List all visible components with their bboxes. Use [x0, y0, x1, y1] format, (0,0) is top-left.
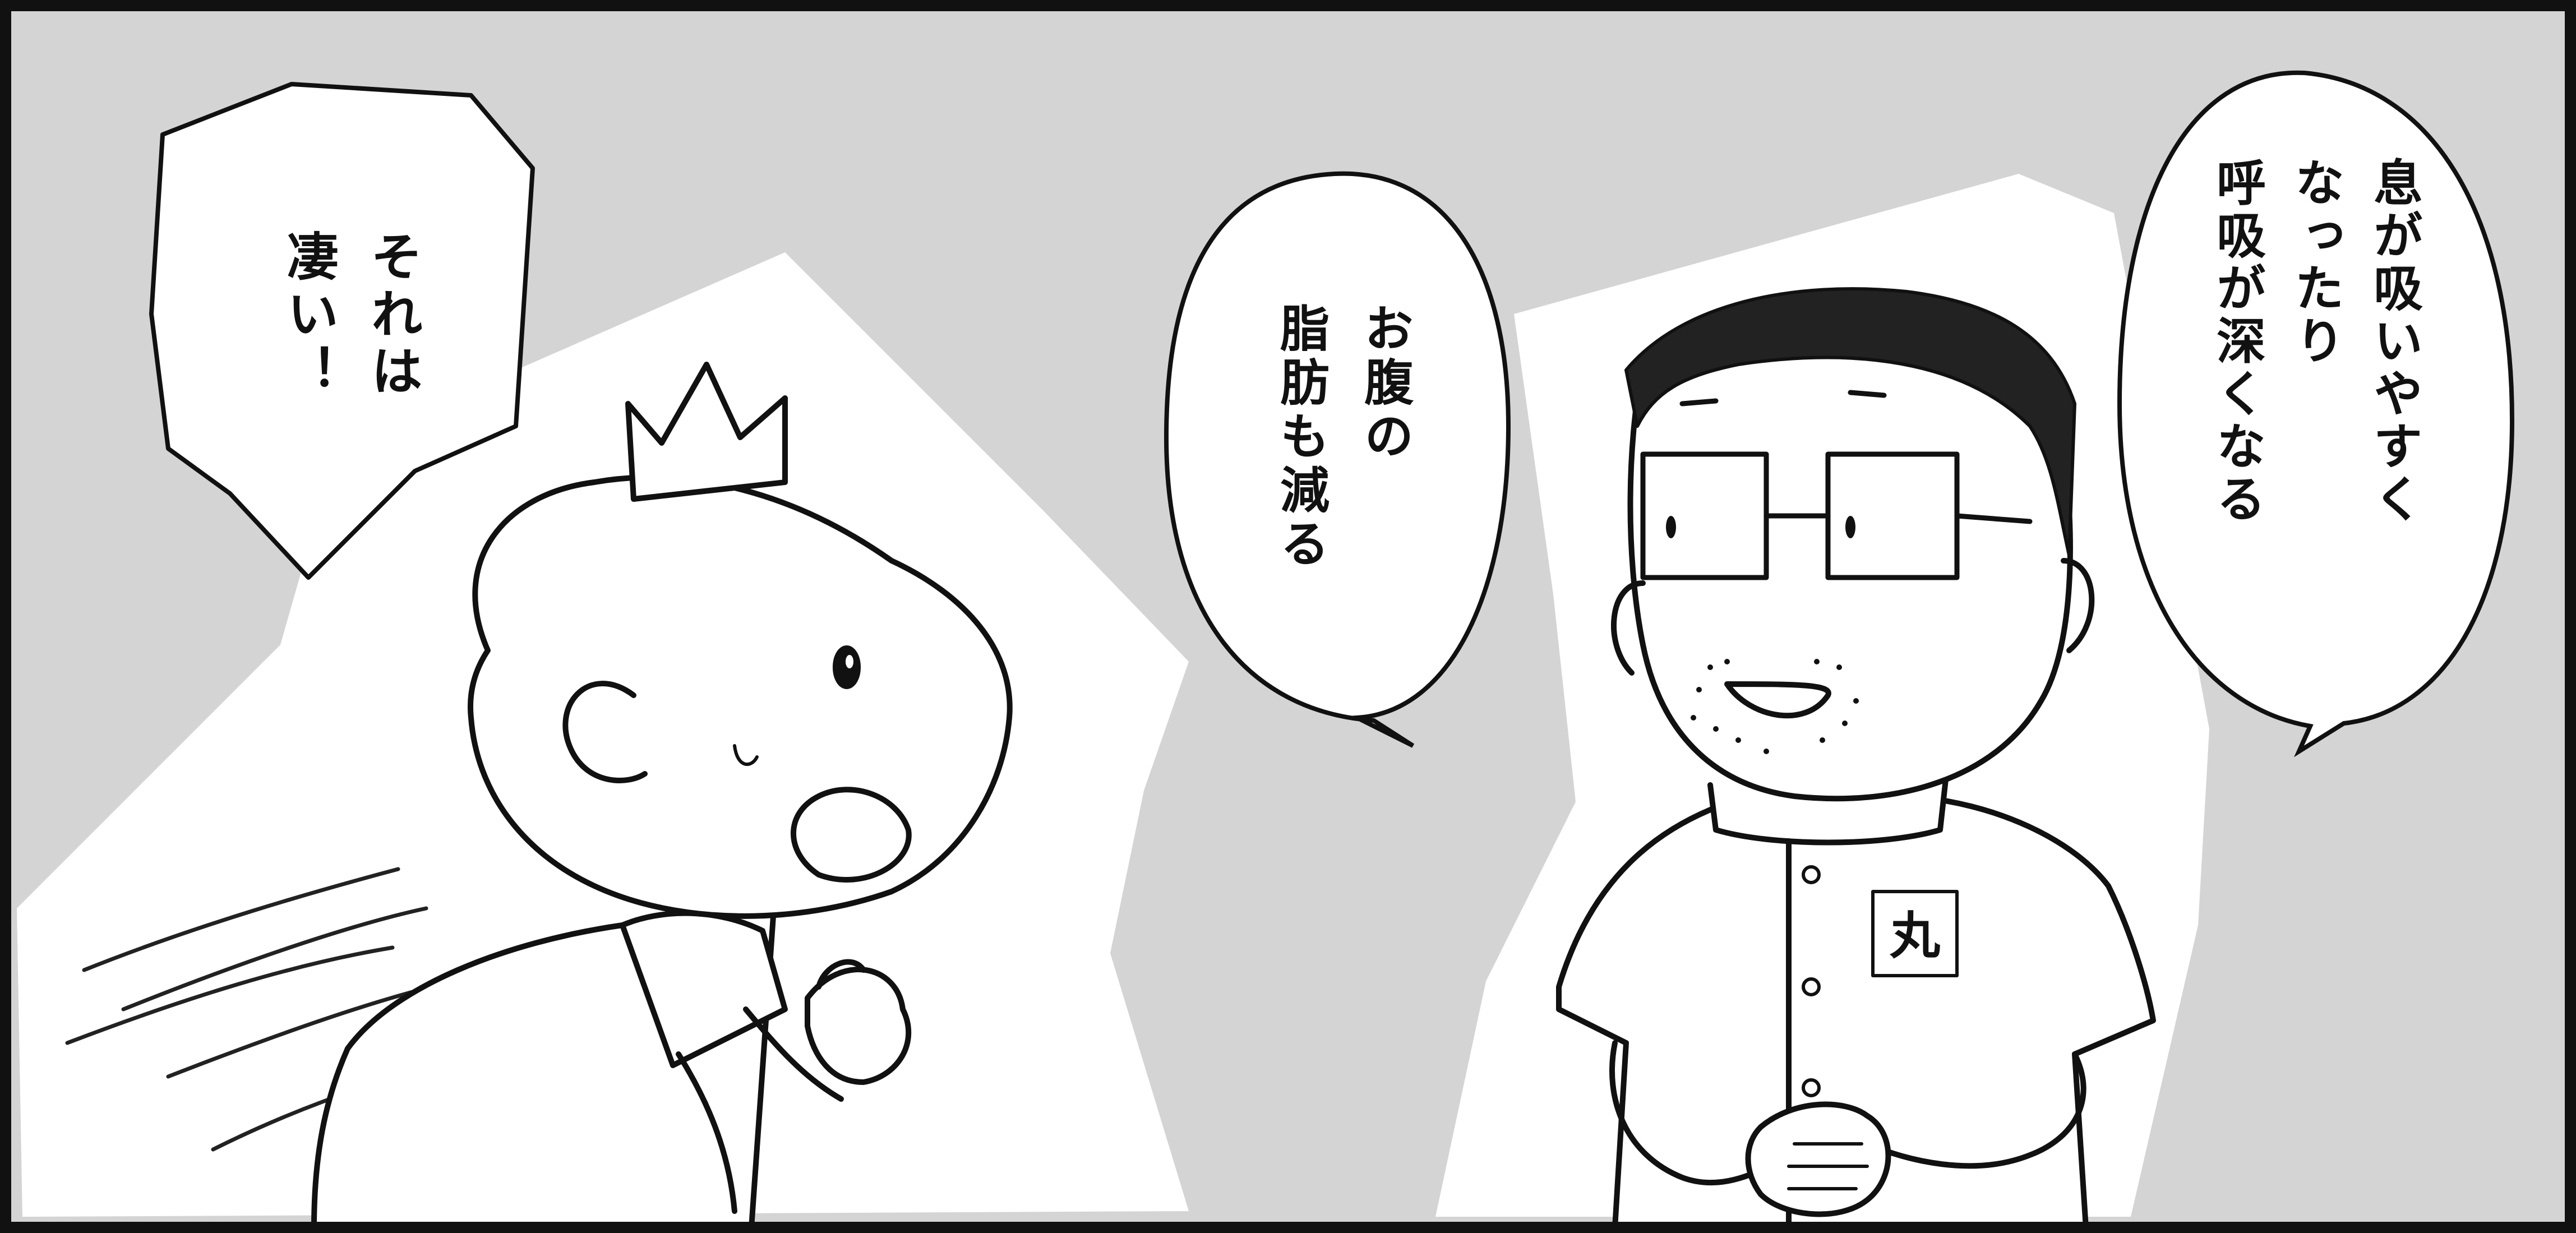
glasses-man-icon: [1556, 287, 2156, 1231]
speech-bubble-middle: [1164, 171, 1511, 748]
name-badge-text: 丸: [1889, 907, 1940, 966]
crown-character-icon: [311, 362, 1013, 1231]
right-bubble-column-1: 息が吸いやすく: [2366, 157, 2423, 526]
speed-lines: [65, 867, 434, 1152]
right-bubble-column-2: なったり: [2287, 157, 2345, 368]
left-bubble-column-1: それは: [363, 230, 423, 401]
speech-bubble-left: [149, 82, 535, 580]
middle-bubble-column-2: 脂肪も減る: [1272, 303, 1330, 572]
right-bubble-column-3: 呼吸が深くなる: [2209, 157, 2266, 526]
middle-bubble-column-1: お腹の: [1356, 303, 1414, 464]
speech-bubble-right: [2117, 70, 2515, 758]
left-bubble-column-2: 凄い！: [279, 230, 339, 401]
